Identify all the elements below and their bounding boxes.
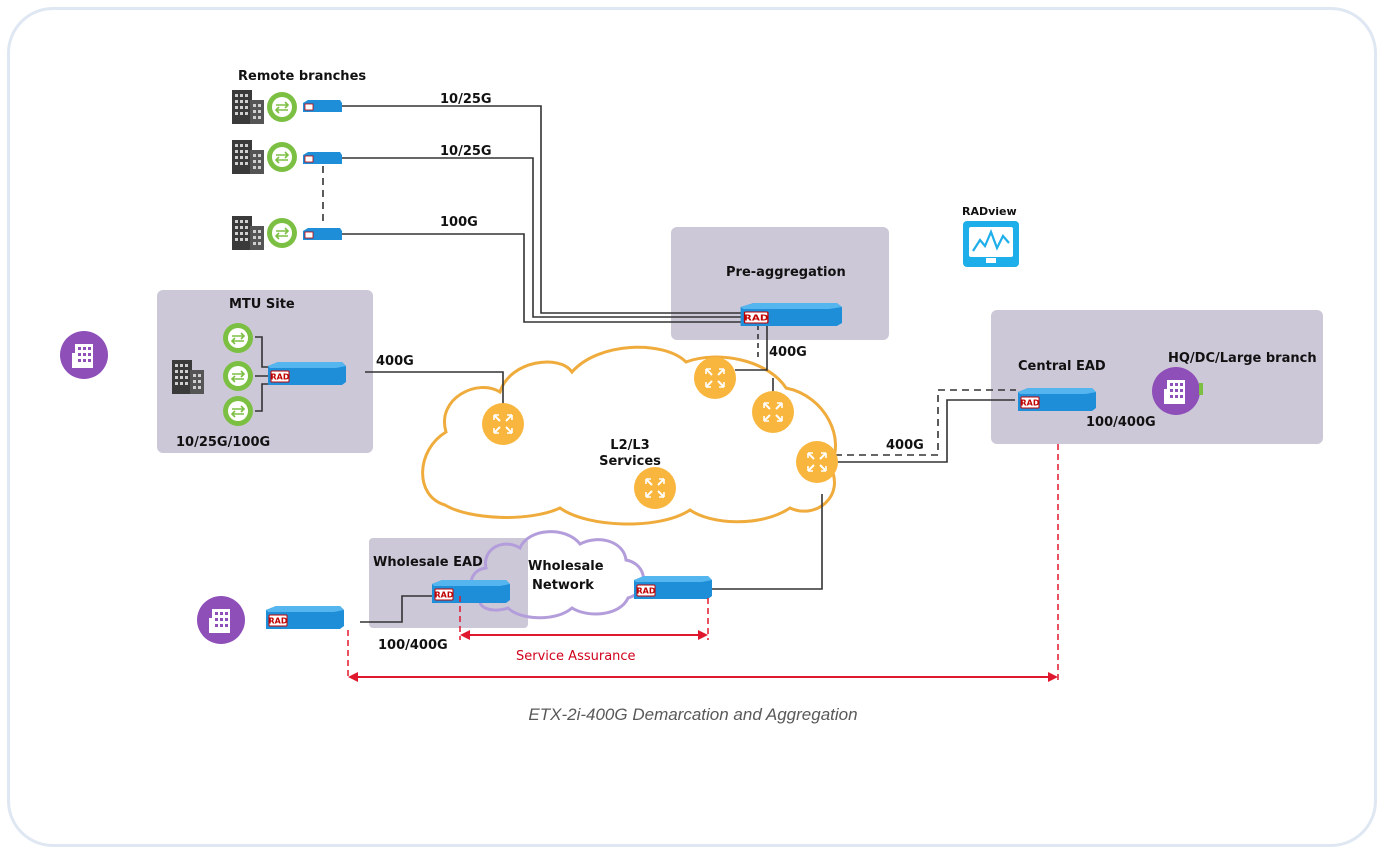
central-dashed-link — [835, 389, 1016, 456]
radview-label: RADview — [962, 205, 1017, 218]
rad-device-icon — [267, 361, 347, 386]
pre-agg-uplink-label: 400G — [769, 345, 807, 360]
radview-monitor-icon — [963, 221, 1019, 267]
wholesale-net-line2: Network — [532, 578, 594, 593]
l2-l3-services-cloud — [421, 345, 837, 526]
wholesale-net-line1: Wholesale — [528, 559, 604, 574]
mtu-uplink — [365, 371, 504, 404]
rad-device-icon — [1017, 387, 1097, 412]
router-icon — [633, 466, 677, 510]
mtu-site-label: MTU Site — [229, 297, 295, 312]
router-icon — [481, 402, 525, 446]
router-icon — [795, 440, 839, 484]
enterprise-building-icon — [197, 596, 245, 644]
remote-branch-links — [340, 105, 742, 323]
remote-branches-label: Remote branches — [238, 69, 366, 84]
switch-icon — [222, 360, 254, 392]
network-diagram: RAD — [60, 69, 1323, 724]
mtu-uplink-label: 400G — [376, 354, 414, 369]
rad-device-icon — [739, 302, 843, 327]
remote-branch-2 — [232, 140, 343, 174]
wholesale-ead-label: Wholesale EAD — [373, 555, 483, 570]
service-assurance-markers — [347, 444, 1059, 680]
enterprise-building-icon — [1152, 367, 1200, 415]
service-assurance-label: Service Assurance — [516, 649, 636, 664]
switch-icon — [222, 395, 254, 427]
remote-branch-1 — [232, 90, 343, 124]
pre-aggregation-label: Pre-aggregation — [726, 265, 846, 280]
assurance-arrowheads — [348, 630, 1058, 682]
wholesale-core-link — [694, 494, 823, 590]
router-icon — [751, 390, 795, 434]
rad-device-icon — [431, 579, 511, 604]
enterprise-building-icon — [60, 331, 108, 379]
wholesale-rate-label: 100/400G — [378, 638, 448, 653]
cloud-label-line2: Services — [599, 454, 661, 469]
hq-label: HQ/DC/Large branch — [1168, 351, 1317, 366]
link-label-1: 10/25G — [440, 92, 492, 107]
enterprise-port — [1199, 383, 1203, 395]
rad-device-icon — [633, 575, 713, 600]
remote-branch-3 — [232, 216, 343, 250]
router-icon — [693, 356, 737, 400]
mtu-rate-label: 10/25G/100G — [176, 435, 270, 450]
cloud-label-line1: L2/L3 — [610, 438, 649, 453]
wholesale-access-link — [360, 595, 434, 623]
central-ead-label: Central EAD — [1018, 359, 1106, 374]
central-uplink-label: 400G — [886, 438, 924, 453]
mtu-site-box — [157, 290, 373, 453]
link-label-3: 100G — [440, 215, 478, 230]
link-label-2: 10/25G — [440, 144, 492, 159]
diagram-caption: ETX-2i-400G Demarcation and Aggregation — [528, 705, 857, 724]
pre-agg-uplink — [735, 325, 768, 371]
wholesale-network-cloud — [469, 530, 645, 620]
rad-device-icon — [265, 605, 345, 630]
switch-icon — [222, 322, 254, 354]
central-uplink — [835, 399, 1015, 463]
central-rate-label: 100/400G — [1086, 415, 1156, 430]
